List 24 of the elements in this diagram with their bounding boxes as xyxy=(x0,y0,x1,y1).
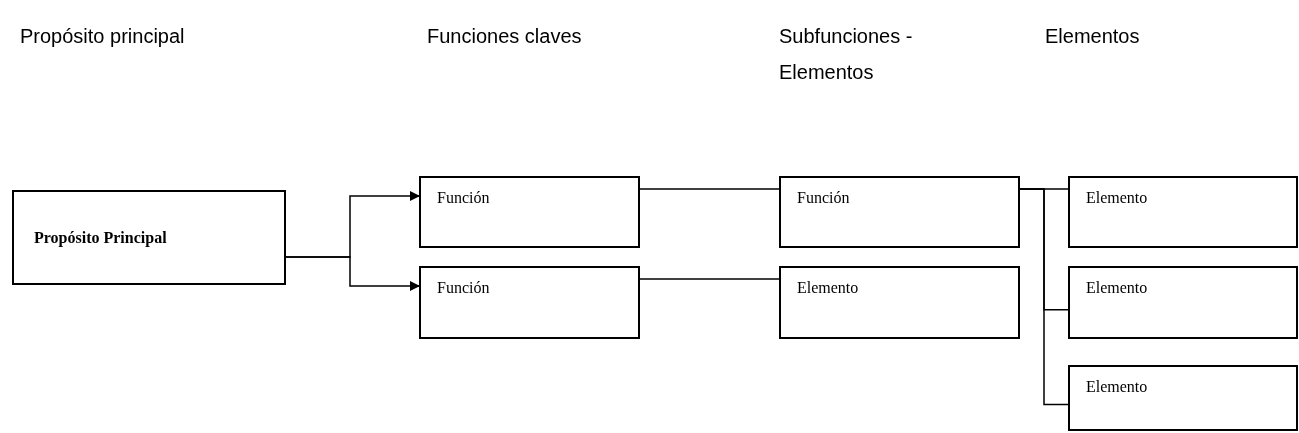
column-heading: Elementos xyxy=(1045,24,1140,49)
connector-line xyxy=(639,188,780,190)
box-label: Propósito Principal xyxy=(34,227,167,249)
process-box xyxy=(419,176,640,248)
box-label: Función xyxy=(437,189,490,206)
box-label: Función xyxy=(437,279,490,296)
process-box xyxy=(779,266,1020,339)
box-label: Elemento xyxy=(797,279,859,296)
process-box xyxy=(1068,266,1298,339)
box-label: Elemento xyxy=(1086,189,1148,206)
process-box xyxy=(1068,176,1298,248)
connector-line xyxy=(639,278,780,280)
process-box xyxy=(12,190,286,285)
box-label: Función xyxy=(797,189,850,206)
column-heading: Subfunciones - Elementos xyxy=(779,24,914,85)
connector-line xyxy=(1019,188,1069,406)
column-heading: Propósito principal xyxy=(20,24,185,49)
box-label: Elemento xyxy=(1086,279,1148,296)
process-box xyxy=(419,266,640,339)
process-box xyxy=(1068,365,1298,431)
process-box xyxy=(779,176,1020,248)
arrow xyxy=(285,256,420,291)
box-label: Elemento xyxy=(1086,378,1148,395)
column-heading: Funciones claves xyxy=(427,24,582,49)
